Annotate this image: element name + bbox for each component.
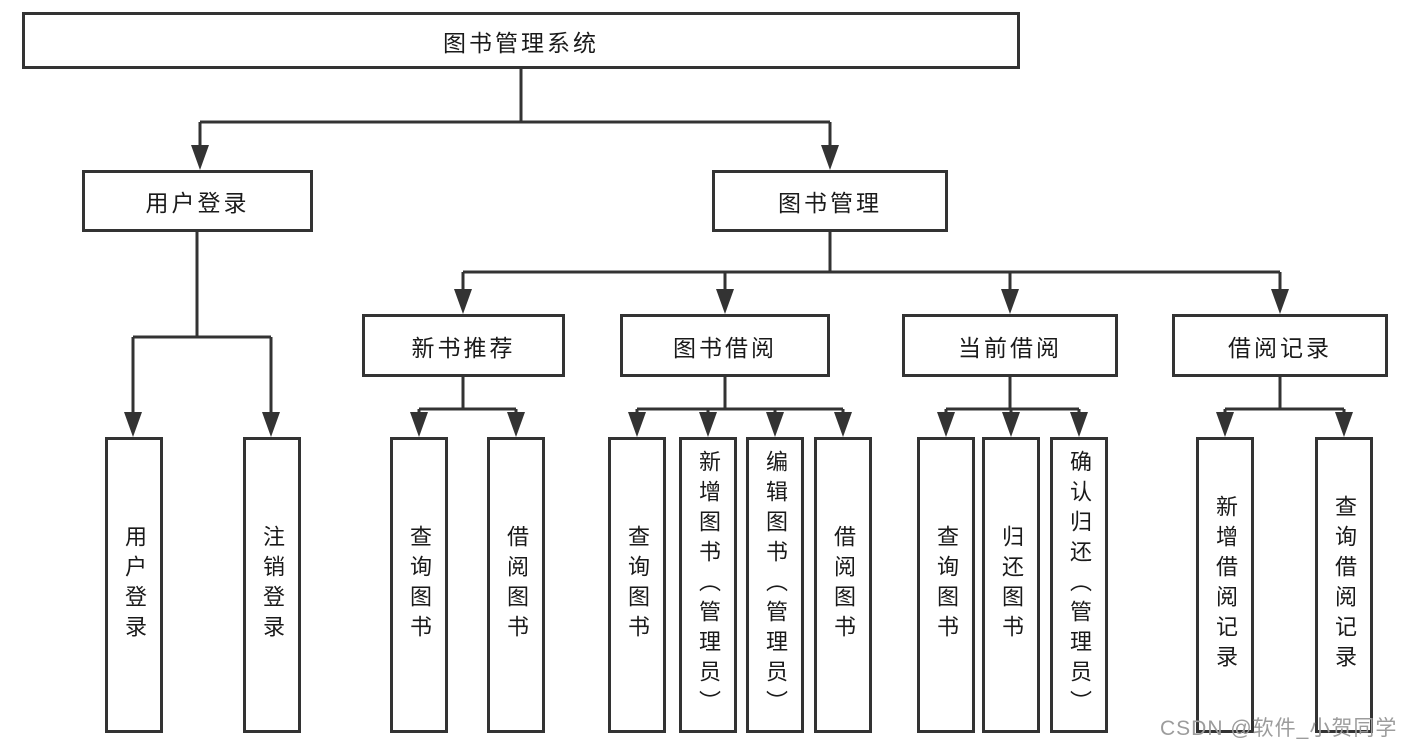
- leaf-query-books-borrow: 查询图书: [608, 437, 666, 733]
- node-new-book-recommendation: 新书推荐: [362, 314, 565, 377]
- connector-mgmt-to-level3: [461, 232, 1282, 294]
- leaf-query-borrow-record: 查询借阅记录: [1315, 437, 1373, 733]
- node-label: 新增借阅记录: [1213, 495, 1238, 675]
- arrowhead: [1335, 412, 1353, 437]
- node-label: 图书借阅: [673, 334, 777, 361]
- node-label: 当前借阅: [958, 334, 1062, 361]
- node-label: 查询图书: [934, 525, 959, 645]
- arrowhead: [766, 412, 784, 437]
- node-label: 图书管理: [778, 190, 882, 216]
- arrowhead: [628, 412, 646, 437]
- node-label: 新书推荐: [411, 334, 516, 361]
- node-current-borrowing: 当前借阅: [902, 314, 1118, 377]
- node-library-system-root: 图书管理系统: [22, 12, 1020, 69]
- arrowhead: [1271, 289, 1289, 314]
- leaf-borrow-books-recommend: 借阅图书: [487, 437, 545, 733]
- arrowhead: [191, 145, 209, 170]
- node-book-borrowing: 图书借阅: [620, 314, 830, 377]
- leaf-query-books-recommend: 查询图书: [390, 437, 448, 733]
- node-user-login: 用户登录: [82, 170, 313, 232]
- leaf-return-books: 归还图书: [982, 437, 1040, 733]
- leaf-user-login: 用户登录: [105, 437, 163, 733]
- node-book-management: 图书管理: [712, 170, 948, 232]
- leaf-query-books-current: 查询图书: [917, 437, 975, 733]
- connector-records-to-leaves: [1223, 377, 1346, 417]
- node-label: 确认归还（管理员）: [1067, 450, 1092, 720]
- arrowhead: [262, 412, 280, 437]
- node-label: 注销登录: [260, 525, 285, 645]
- connector-current-to-leaves: [944, 377, 1081, 417]
- connector-login-to-leaves: [131, 232, 273, 417]
- node-label: 归还图书: [999, 525, 1024, 645]
- leaf-add-borrow-record: 新增借阅记录: [1196, 437, 1254, 733]
- node-label: 用户登录: [145, 190, 250, 216]
- arrowheads: [124, 145, 1353, 437]
- arrowhead: [716, 289, 734, 314]
- arrowhead: [454, 289, 472, 314]
- node-label: 借阅图书: [504, 525, 529, 645]
- arrowhead: [834, 412, 852, 437]
- node-label: 查询图书: [625, 525, 650, 645]
- arrowhead: [124, 412, 142, 437]
- csdn-watermark: CSDN @软件_小贺同学: [1160, 717, 1398, 740]
- connector-borrow-to-leaves: [635, 377, 845, 417]
- connector-newbook-to-leaves: [417, 377, 518, 417]
- arrowhead: [507, 412, 525, 437]
- arrowhead: [1001, 289, 1019, 314]
- node-label: 借阅图书: [831, 525, 856, 645]
- arrowhead: [1002, 412, 1020, 437]
- arrowhead: [821, 145, 839, 170]
- node-label: 编辑图书（管理员）: [763, 450, 788, 720]
- node-label: 用户登录: [122, 525, 147, 645]
- leaf-borrow-books: 借阅图书: [814, 437, 872, 733]
- connector-root-to-level2: [198, 68, 832, 150]
- node-label: 新增图书（管理员）: [696, 450, 721, 720]
- arrowhead: [699, 412, 717, 437]
- node-borrowing-records: 借阅记录: [1172, 314, 1388, 377]
- node-label: 查询图书: [407, 525, 432, 645]
- arrowhead: [1070, 412, 1088, 437]
- arrowhead: [937, 412, 955, 437]
- node-label: 查询借阅记录: [1332, 495, 1357, 675]
- arrowhead: [410, 412, 428, 437]
- leaf-logout: 注销登录: [243, 437, 301, 733]
- leaf-confirm-return-admin: 确认归还（管理员）: [1050, 437, 1108, 733]
- arrowhead: [1216, 412, 1234, 437]
- node-label: 借阅记录: [1228, 334, 1332, 361]
- node-label: 图书管理系统: [443, 29, 599, 56]
- leaf-edit-book-admin: 编辑图书（管理员）: [746, 437, 804, 733]
- leaf-add-book-admin: 新增图书（管理员）: [679, 437, 737, 733]
